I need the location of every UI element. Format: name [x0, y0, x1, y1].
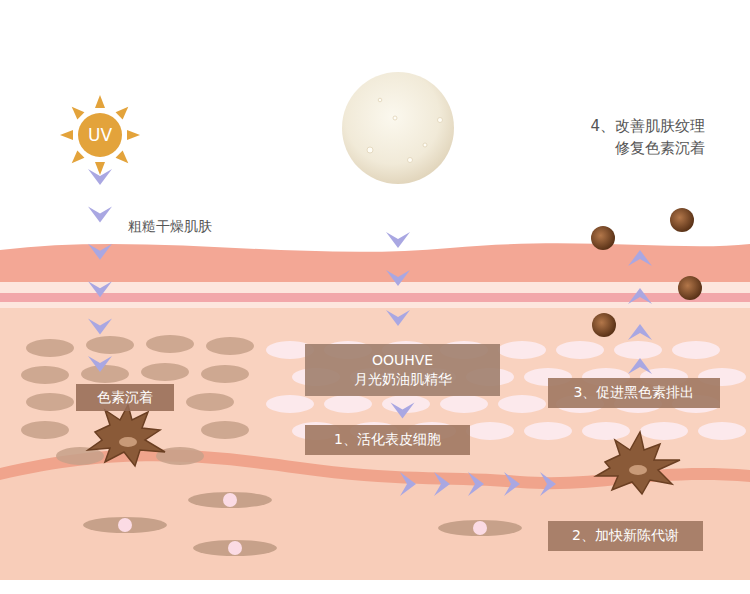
box-text: 月光奶油肌精华 [354, 371, 452, 389]
box-text: 色素沉着 [97, 389, 153, 407]
result-note: 4、改善肌肤纹理 修复色素沉着 [545, 116, 705, 160]
box-text: 3、促进黑色素排出 [574, 384, 695, 402]
box-text: OOUHVE [372, 352, 433, 368]
step-box: 2、加快新陈代谢 [548, 521, 703, 551]
chevron-connector [88, 157, 112, 384]
box-text: UV [88, 125, 112, 145]
step-box: 3、促进黑色素排出 [548, 378, 720, 408]
box-text: 2、加快新陈代谢 [572, 527, 679, 545]
sun-uv-circle: UV [78, 113, 122, 157]
chevron-connector [391, 396, 415, 425]
product-box: OOUHVE 月光奶油肌精华 [305, 344, 500, 396]
skin-note: 粗糙干燥肌肤 [128, 216, 212, 236]
step-box: 1、活化表皮细胞 [305, 425, 470, 455]
box-text: 1、活化表皮细胞 [334, 431, 441, 449]
pigment-box: 色素沉着 [76, 384, 174, 411]
